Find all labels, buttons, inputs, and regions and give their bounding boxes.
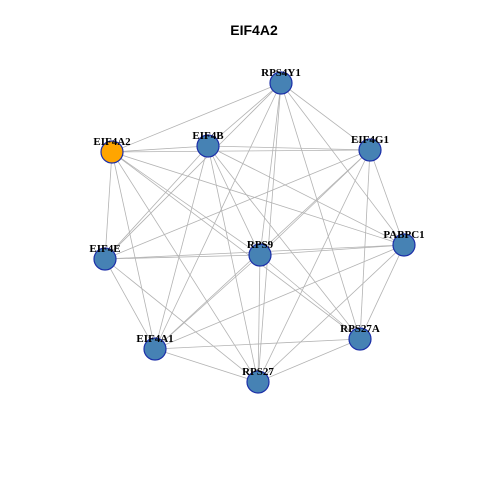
edge-rps4y1-rps9 xyxy=(259,82,282,256)
node-label-rps27: RPS27 xyxy=(242,366,274,378)
edge-rps27a-rps27 xyxy=(257,338,361,383)
edge-eif4g1-pabpc1 xyxy=(369,149,405,246)
edge-rps9-pabpc1 xyxy=(259,244,405,256)
edge-eif4b-rps9 xyxy=(207,145,261,256)
edge-rps4y1-rps27a xyxy=(280,82,361,340)
edge-pabpc1-eif4a1 xyxy=(154,244,405,350)
node-rps27a[interactable] xyxy=(348,327,372,351)
node-label-eif4g1: EIF4G1 xyxy=(351,134,389,146)
node-rps4y1[interactable] xyxy=(269,71,293,95)
edge-eif4g1-eif4e xyxy=(104,149,371,260)
node-eif4e[interactable] xyxy=(93,247,117,271)
edge-eif4e-rps9 xyxy=(104,254,261,260)
node-label-rps4y1: RPS4Y1 xyxy=(261,67,301,79)
edge-rps4y1-eif4e xyxy=(104,82,282,260)
edge-rps4y1-rps27 xyxy=(257,82,282,383)
edge-eif4a2-rps9 xyxy=(111,151,261,256)
edge-rps4y1-eif4a1 xyxy=(154,82,282,350)
node-label-eif4e: EIF4E xyxy=(89,243,120,255)
node-rps27[interactable] xyxy=(246,370,270,394)
node-eif4a1[interactable] xyxy=(143,337,167,361)
edge-eif4b-rps27a xyxy=(207,145,361,340)
edge-eif4e-eif4a1 xyxy=(104,258,156,350)
edge-eif4a2-rps27 xyxy=(111,151,259,383)
diagram-title: EIF4A2 xyxy=(230,22,278,38)
node-label-rps9: RPS9 xyxy=(247,239,274,251)
edge-rps4y1-eif4b xyxy=(207,82,282,147)
edges-layer xyxy=(104,82,405,383)
edge-eif4a2-eif4g1 xyxy=(111,149,371,153)
node-label-eif4a2: EIF4A2 xyxy=(93,136,131,148)
edge-pabpc1-rps27a xyxy=(359,244,405,340)
edge-eif4b-pabpc1 xyxy=(207,145,405,246)
node-label-eif4a1: EIF4A1 xyxy=(136,333,173,345)
edge-rps4y1-eif4a2 xyxy=(111,82,282,153)
edge-rps9-rps27a xyxy=(259,254,361,340)
edge-rps4y1-pabpc1 xyxy=(280,82,405,246)
edge-eif4a2-pabpc1 xyxy=(111,151,405,246)
node-label-eif4b: EIF4B xyxy=(192,130,224,142)
edge-eif4b-rps27 xyxy=(207,145,259,383)
node-eif4g1[interactable] xyxy=(358,138,382,162)
node-eif4a2[interactable] xyxy=(100,140,124,164)
node-pabpc1[interactable] xyxy=(392,233,416,257)
edge-eif4a2-eif4a1 xyxy=(111,151,156,350)
edge-eif4e-rps27 xyxy=(104,258,259,383)
edge-eif4b-eif4g1 xyxy=(207,145,371,151)
edge-eif4a2-eif4e xyxy=(104,151,113,260)
edge-eif4a2-rps27a xyxy=(111,151,361,340)
node-label-rps27a: RPS27A xyxy=(340,323,380,335)
edge-rps9-eif4a1 xyxy=(154,254,261,350)
nodes-layer xyxy=(93,71,416,394)
edge-pabpc1-rps27 xyxy=(257,244,405,383)
node-label-pabpc1: PABPC1 xyxy=(383,229,424,241)
edge-eif4a2-eif4b xyxy=(111,145,209,153)
edge-eif4b-eif4a1 xyxy=(154,145,209,350)
edge-eif4a1-rps27a xyxy=(154,338,361,350)
edge-rps9-rps27 xyxy=(257,254,261,383)
edge-rps4y1-eif4g1 xyxy=(280,82,371,151)
edge-eif4a1-rps27 xyxy=(154,348,259,383)
node-eif4b[interactable] xyxy=(196,134,220,158)
edge-eif4g1-rps27a xyxy=(359,149,371,340)
node-rps9[interactable] xyxy=(248,243,272,267)
edge-eif4b-eif4e xyxy=(104,145,209,260)
